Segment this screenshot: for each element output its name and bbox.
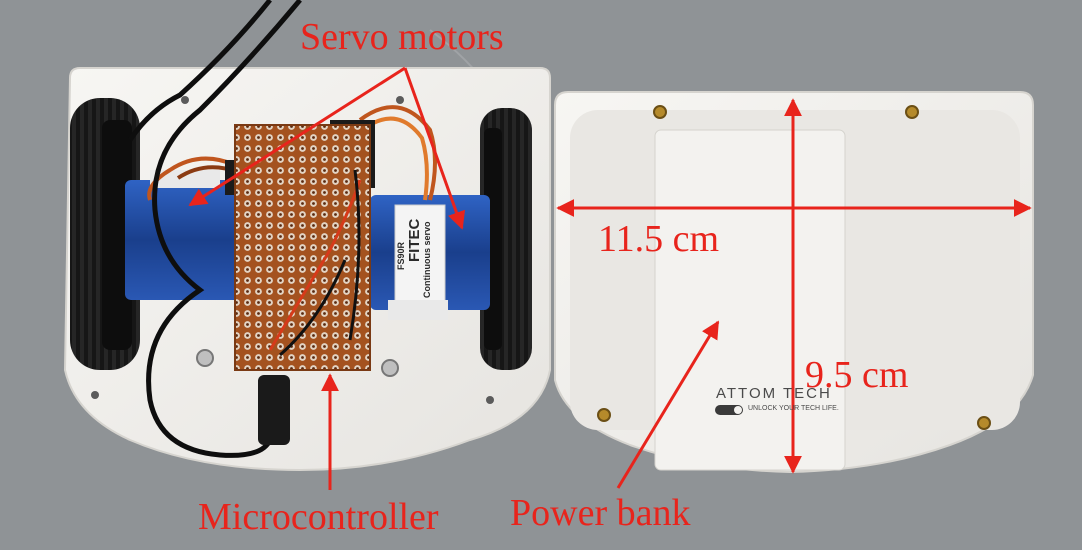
power-bank-label: Power bank bbox=[510, 492, 691, 534]
width-dimension-label: 11.5 cm bbox=[598, 218, 720, 260]
usb-cable bbox=[127, 0, 302, 458]
servo-model-line2: FS90R bbox=[396, 241, 406, 270]
microcontroller-label: Microcontroller bbox=[198, 496, 439, 538]
arrow-servo-left bbox=[188, 66, 406, 207]
servo-brand-label: FITEC bbox=[406, 218, 423, 262]
servo-model-line1: Continuous servo bbox=[422, 221, 432, 298]
left-wheel bbox=[70, 98, 140, 370]
arrow-power-bank bbox=[616, 320, 720, 489]
servo-wires bbox=[147, 105, 437, 201]
microcontroller-board bbox=[234, 124, 371, 371]
height-dimension-label: 9.5 cm bbox=[805, 354, 909, 396]
servo-motors-label: Servo motors bbox=[300, 16, 504, 58]
power-bank bbox=[654, 129, 846, 471]
arrow-servo-right bbox=[403, 67, 466, 230]
usb-plug bbox=[258, 375, 290, 445]
power-bank-tagline: UNLOCK YOUR TECH LIFE. bbox=[748, 405, 839, 412]
power-bank-brand: ATTOM TECH bbox=[716, 385, 832, 402]
annotation-arrows bbox=[188, 66, 1032, 490]
